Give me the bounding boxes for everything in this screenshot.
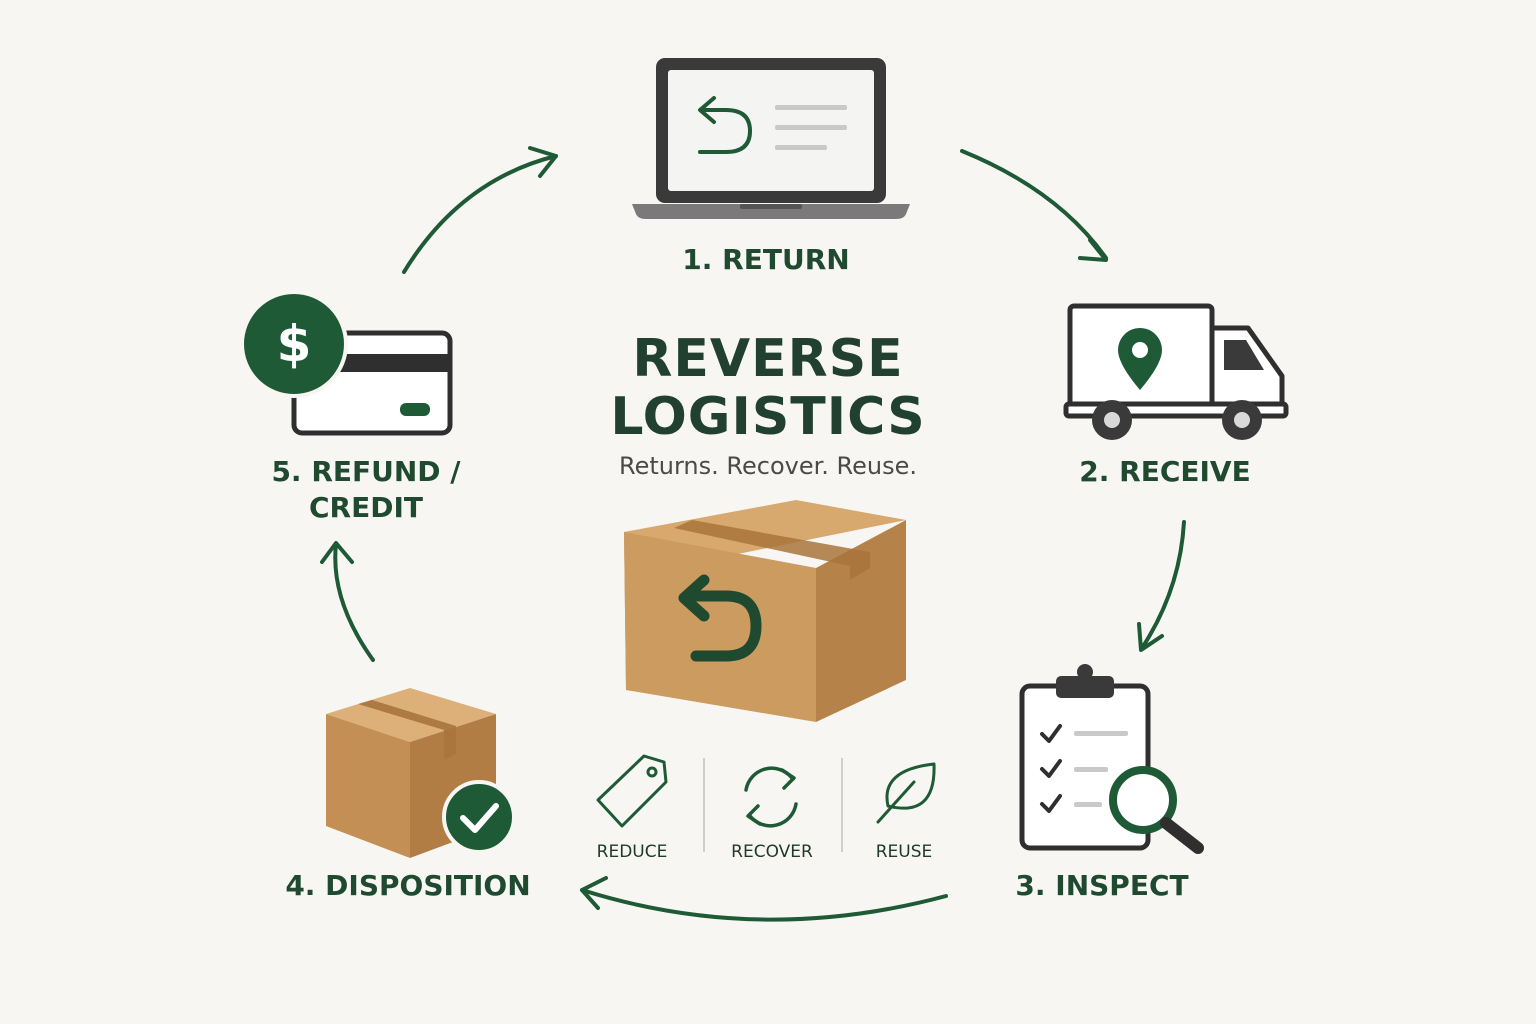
svg-text:$: $ — [277, 315, 312, 373]
step-2-label: 2. RECEIVE — [1079, 455, 1251, 488]
leaf-icon — [876, 762, 936, 824]
step-5-label: 5. REFUND / CREDIT — [216, 454, 516, 526]
arrow-return-to-receive — [960, 149, 1108, 260]
recycle-arrows-icon — [744, 766, 798, 828]
diagram-title: REVERSE LOGISTICS — [518, 330, 1018, 446]
tag-icon — [596, 754, 668, 828]
credit-card-dollar-icon: $ — [240, 290, 453, 436]
return-box-icon — [624, 500, 906, 722]
box-check-icon — [326, 688, 516, 858]
clipboard-inspect-icon — [1019, 664, 1204, 854]
pillar-reuse-label: REUSE — [875, 842, 933, 862]
title-line-2: LOGISTICS — [610, 387, 926, 447]
step-1-label: 1. RETURN — [682, 243, 850, 276]
step-5-label-line-1: 5. REFUND / — [271, 455, 461, 488]
cycle-arrows — [320, 146, 1186, 922]
laptop-return-icon — [632, 58, 910, 219]
pillar-reduce-label: REDUCE — [596, 842, 668, 862]
arrow-receive-to-inspect — [1140, 520, 1186, 650]
step-4-label: 4. DISPOSITION — [285, 869, 531, 902]
title-line-1: REVERSE — [632, 329, 904, 389]
arrow-inspect-to-disposition — [580, 888, 948, 922]
delivery-truck-icon — [1063, 303, 1289, 440]
arrow-refund-to-return — [402, 154, 558, 274]
diagram-subtitle: Returns. Recover. Reuse. — [618, 452, 917, 480]
step-5-label-line-2: CREDIT — [309, 491, 423, 524]
arrow-disposition-to-refund — [333, 542, 375, 662]
pillar-recover-label: RECOVER — [731, 842, 813, 862]
step-3-label: 3. INSPECT — [1015, 869, 1189, 902]
